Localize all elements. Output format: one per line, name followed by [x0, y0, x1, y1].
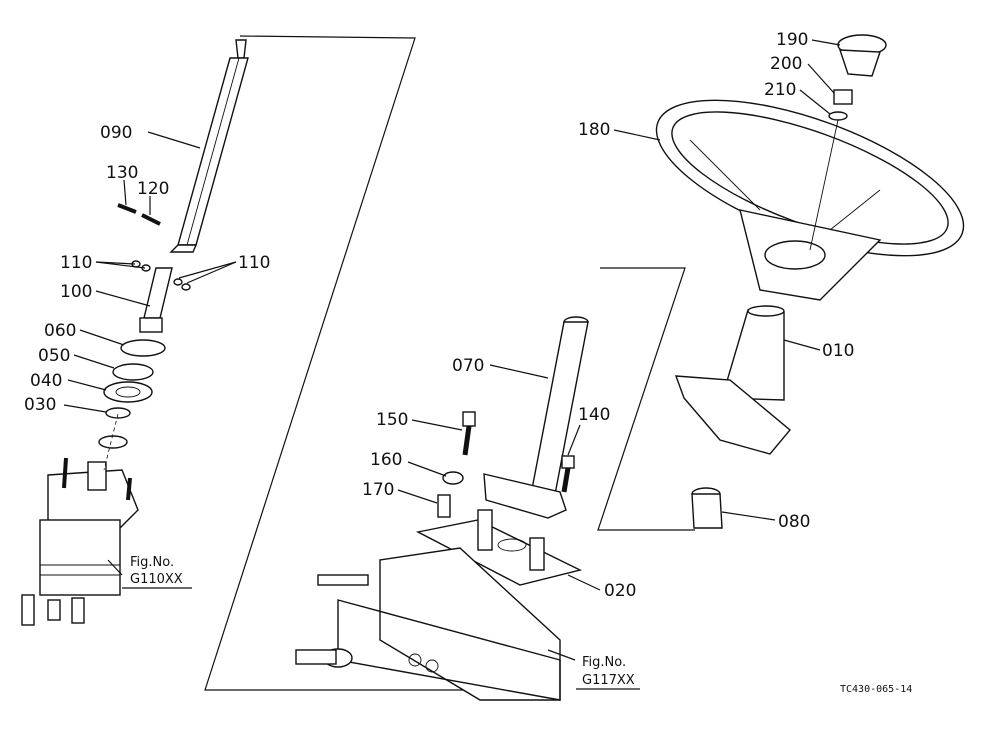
label-060: 060 [44, 321, 76, 341]
label-160: 160 [370, 450, 402, 470]
bolt-140 [561, 455, 575, 493]
label-100: 100 [60, 282, 92, 302]
collar-170 [437, 494, 451, 518]
fig-ref-right[interactable]: Fig.No. G117XX [576, 655, 640, 690]
flange-plate [483, 473, 567, 519]
o-rings-110 [131, 260, 191, 291]
label-090: 090 [100, 123, 132, 143]
leader-lines [63, 39, 841, 661]
label-020: 020 [604, 581, 636, 601]
bolt-150 [462, 411, 476, 456]
bearing-stack [98, 339, 166, 449]
fig-ref-right-number: G117XX [582, 673, 635, 688]
label-110-left: 110 [60, 253, 92, 273]
label-210: 210 [764, 80, 796, 100]
steering-wheel-180 [655, 99, 965, 301]
steering-shaft-090 [169, 39, 249, 253]
label-190: 190 [776, 30, 808, 50]
label-130: 130 [106, 163, 138, 183]
label-010: 010 [822, 341, 854, 361]
washer-210 [828, 111, 848, 121]
label-050: 050 [38, 346, 70, 366]
left-assembly-frame [204, 35, 480, 691]
bushing-080 [691, 487, 723, 529]
label-200: 200 [770, 54, 802, 74]
label-180: 180 [578, 120, 610, 140]
label-120: 120 [137, 179, 169, 199]
fig-ref-left-title: Fig.No. [130, 555, 174, 570]
column-cover-010 [721, 305, 785, 401]
label-140: 140 [578, 405, 610, 425]
lower-shroud [674, 375, 791, 455]
base-plate-020 [415, 509, 583, 586]
pin-130 [117, 203, 137, 214]
spacer-160 [442, 471, 464, 485]
fig-ref-left-number: G110XX [130, 572, 183, 587]
frame-bracket [295, 547, 561, 701]
label-080: 080 [778, 512, 810, 532]
nut-200 [833, 89, 853, 105]
label-030: 030 [24, 395, 56, 415]
fig-ref-left[interactable]: Fig.No. G117XX G110XX [122, 555, 192, 589]
joint-100 [139, 267, 173, 333]
steering-unit-body [21, 457, 139, 626]
label-040: 040 [30, 371, 62, 391]
right-assembly-frame [597, 267, 695, 531]
label-110-right: 110 [238, 253, 270, 273]
label-070: 070 [452, 356, 484, 376]
cap-190 [837, 34, 887, 77]
fig-ref-right-title: Fig.No. [582, 655, 626, 670]
pin-120 [141, 213, 161, 226]
label-150: 150 [376, 410, 408, 430]
drawing-code: TC430-065-14 [840, 684, 912, 695]
label-170: 170 [362, 480, 394, 500]
